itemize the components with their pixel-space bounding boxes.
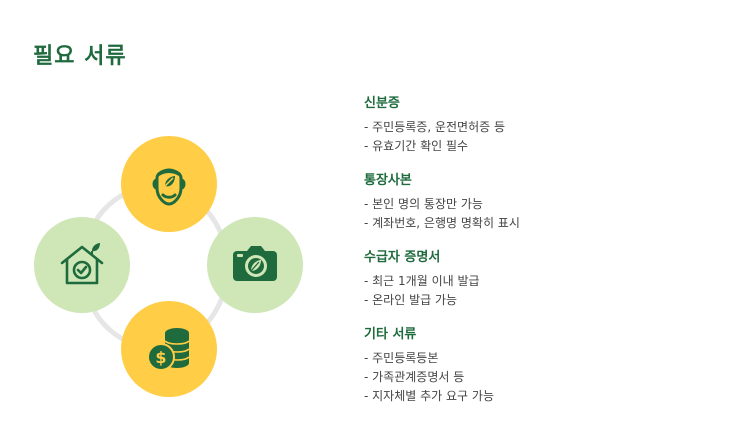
- house-circle: [34, 217, 130, 313]
- list-item: - 온라인 발급 가능: [364, 293, 458, 307]
- person-circle: [121, 136, 217, 232]
- section-other-documents: 기타 서류 - 주민등록등본 - 가족관계증명서 등 - 지자체별 추가 요구 …: [364, 327, 724, 406]
- person-leaf-icon: [152, 168, 186, 206]
- money-circle: $: [121, 301, 217, 397]
- house-check-icon: [60, 243, 104, 285]
- page-title: 필요 서류: [33, 44, 127, 69]
- list-item: - 주민등록등본: [364, 351, 439, 365]
- list-item: - 지자체별 추가 요구 가능: [364, 389, 494, 403]
- list-item: - 최근 1개월 이내 발급: [364, 274, 480, 288]
- list-item: - 유효기간 확인 필수: [364, 139, 469, 153]
- section-title: 통장사본: [364, 173, 412, 188]
- section-title: 수급자 증명서: [364, 250, 441, 265]
- documents-illustration: $: [30, 134, 303, 400]
- list-item: - 주민등록증, 운전면허증 등: [364, 120, 506, 134]
- document-list: 신분증 - 주민등록증, 운전면허증 등 - 유효기간 확인 필수 통장사본 -…: [364, 96, 724, 423]
- section-recipient-certificate: 수급자 증명서 - 최근 1개월 이내 발급 - 온라인 발급 가능: [364, 250, 724, 310]
- camera-icon: [233, 246, 277, 281]
- section-id-card: 신분증 - 주민등록증, 운전면허증 등 - 유효기간 확인 필수: [364, 96, 724, 156]
- section-title: 기타 서류: [364, 327, 417, 342]
- svg-text:$: $: [155, 348, 166, 367]
- section-title: 신분증: [364, 96, 400, 111]
- camera-circle: [207, 217, 303, 313]
- section-bankbook: 통장사본 - 본인 명의 통장만 가능 - 계좌번호, 은행명 명확히 표시: [364, 173, 724, 233]
- list-item: - 본인 명의 통장만 가능: [364, 197, 483, 211]
- money-coins-icon: $: [147, 328, 190, 371]
- list-item: - 가족관계증명서 등: [364, 370, 465, 384]
- list-item: - 계좌번호, 은행명 명확히 표시: [364, 216, 520, 230]
